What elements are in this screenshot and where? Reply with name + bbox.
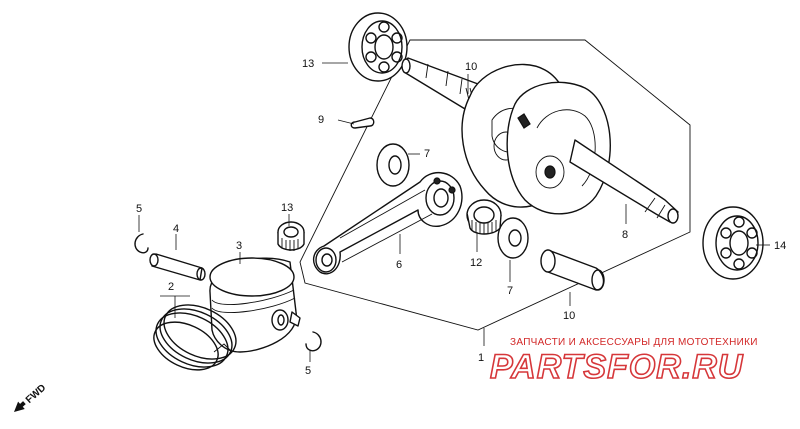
piston-rings [153,304,237,371]
label-part-12: 12 [470,257,482,269]
label-part-5-right: 5 [305,365,311,377]
washer-lower [497,217,529,259]
crankshaft-webs [461,63,611,215]
needle-bearing-small-end [277,221,305,251]
label-part-9: 8 [622,229,628,241]
watermark-logo: PARTSFOR.RU [490,348,744,386]
arrow-icon [14,401,26,412]
label-part-6: 6 [396,259,402,271]
piston-pin [149,253,206,281]
needle-bearing-big-end [466,199,502,235]
label-part-7-upper: 7 [424,148,430,160]
connecting-rod [313,172,463,275]
forward-direction-indicator: FWD [14,382,48,412]
label-part-2: 2 [168,281,174,293]
piston [209,257,301,353]
crank-pin [540,249,605,291]
label-part-14-top: 13 [302,58,314,70]
label-part-13: 13 [281,202,293,214]
washer-upper [376,143,410,187]
label-part-1: 1 [478,352,484,364]
bearing-top [348,12,408,82]
part-labels: 13 10 9 7 13 5 4 3 6 12 7 8 14 10 1 5 2 [136,58,786,377]
circlip-left [134,233,149,254]
fwd-label: FWD [24,382,48,405]
circlip-right [305,331,322,352]
label-part-11: 9 [318,114,324,126]
label-part-14-right: 14 [774,240,786,252]
woodruff-key [350,117,375,129]
label-part-7-lower: 7 [507,285,513,297]
label-part-3: 3 [236,240,242,252]
leader-lines [138,62,770,362]
watermark: ЗАПЧАСТИ И АКСЕССУАРЫ ДЛЯ МОТОТЕХНИКИ PA… [489,337,758,387]
label-part-5-left: 5 [136,203,142,215]
bearing-right [702,206,764,280]
label-part-4: 4 [173,223,179,235]
label-part-10: 10 [563,310,575,322]
label-part-8: 10 [465,61,477,73]
crankshaft-right-shaft [569,139,679,224]
watermark-caption: ЗАПЧАСТИ И АКСЕССУАРЫ ДЛЯ МОТОТЕХНИКИ [510,337,758,348]
